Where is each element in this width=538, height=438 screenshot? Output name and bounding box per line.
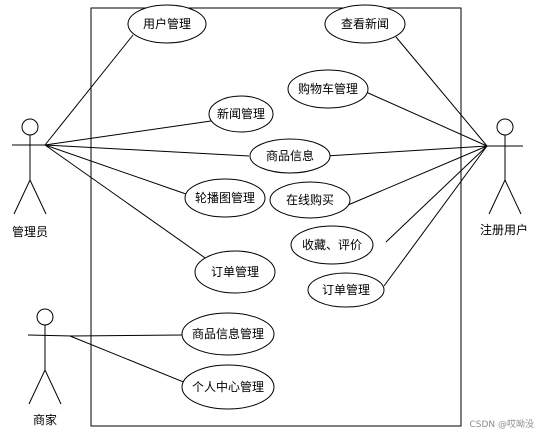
assoc-admin-product-info [44,144,250,157]
actor-admin-left-leg [13,179,31,215]
watermark-text: CSDN @哎呦没 [469,418,534,430]
assoc-user-order-management [383,145,488,287]
use-case-product-info-management-ellipse [181,312,275,356]
use-case-view-news-label: 查看新闻 [341,16,389,31]
use-case-product-info-label: 商品信息 [266,148,314,163]
use-case-user-order-management: 订单管理 [307,272,385,308]
use-case-personal-center-management-ellipse [181,364,275,410]
use-case-online-purchase-ellipse [269,181,351,219]
use-case-cart-management: 购物车管理 [287,69,369,109]
use-case-carousel-management-ellipse [184,178,266,218]
use-case-view-news: 查看新闻 [324,4,406,44]
actor-registered-user-head [496,118,514,136]
actor-admin-right-leg [29,179,47,215]
use-case-product-info-management-label: 商品信息管理 [192,326,264,341]
use-case-product-info-management: 商品信息管理 [181,312,275,356]
use-case-carousel-management-label: 轮播图管理 [195,190,255,205]
assoc-admin-carousel-management [44,144,187,195]
assoc-merchant-personal-center-management [69,335,187,384]
registered-user-associations [325,36,488,287]
assoc-merchant-product-info-management [69,334,183,337]
actor-registered-user-right-leg [504,179,522,215]
actor-merchant-label: 商家 [33,412,57,427]
actor-admin: 管理员 [12,118,48,239]
actor-merchant-right-leg [44,369,62,405]
use-case-admin-order-management-label: 订单管理 [211,264,259,279]
use-case-product-info-ellipse [249,138,331,174]
assoc-user-favorite-review [385,145,488,243]
use-case-cart-management-label: 购物车管理 [298,81,358,96]
use-case-user-management: 用户管理 [127,4,207,44]
actor-registered-user: 注册用户 [480,118,528,237]
assoc-user-product-info [325,145,488,157]
use-case-news-management-ellipse [208,95,274,133]
merchant-associations [69,334,187,384]
assoc-admin-order-management [44,144,209,261]
use-case-user-management-ellipse [127,4,207,44]
use-case-user-management-label: 用户管理 [143,16,191,31]
assoc-admin-news-management [44,120,212,146]
use-case-personal-center-management-label: 个人中心管理 [192,379,264,394]
use-case-news-management: 新闻管理 [208,95,274,133]
actor-merchant-left-leg [28,369,46,405]
use-case-admin-order-management: 订单管理 [194,250,276,294]
use-case-online-purchase-label: 在线购买 [286,192,334,207]
assoc-admin-user-management [44,34,134,146]
use-case-admin-order-management-ellipse [194,250,276,294]
assoc-user-cart-management [365,91,488,147]
assoc-user-online-purchase [347,145,488,206]
use-case-favorite-review-ellipse [290,225,374,265]
use-case-carousel-management: 轮播图管理 [184,178,266,218]
system-boundary [90,7,462,427]
use-case-news-management-label: 新闻管理 [217,106,265,121]
use-case-personal-center-management: 个人中心管理 [181,364,275,410]
actor-registered-user-label: 注册用户 [480,222,528,237]
actor-registered-user-left-leg [488,179,506,215]
actor-admin-label: 管理员 [12,224,48,239]
assoc-user-view-news [395,36,488,147]
actor-merchant-head [36,308,54,326]
use-case-favorite-review: 收藏、评价 [290,225,374,265]
actor-admin-head [21,118,39,136]
actor-merchant: 商家 [27,308,73,427]
use-case-product-info: 商品信息 [249,138,331,174]
actor-merchant-arms [27,334,73,337]
use-case-view-news-ellipse [324,4,406,44]
use-case-user-order-management-ellipse [307,272,385,308]
use-case-favorite-review-label: 收藏、评价 [302,238,362,252]
use-case-cart-management-ellipse [287,69,369,109]
admin-associations [44,34,250,261]
use-case-online-purchase: 在线购买 [269,181,351,219]
use-case-user-order-management-label: 订单管理 [322,282,370,297]
